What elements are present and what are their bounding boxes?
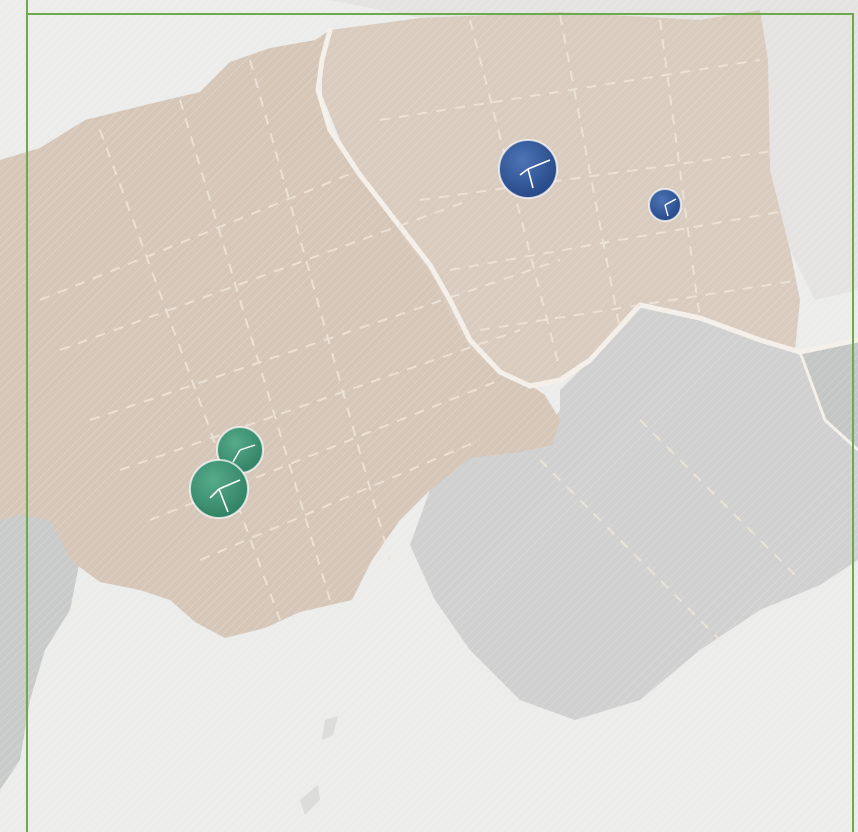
islet	[322, 716, 338, 740]
marker-blue-small[interactable]	[648, 188, 682, 222]
islet	[300, 785, 320, 815]
selection-frame	[26, 13, 854, 832]
marker-green-bottom[interactable]	[189, 459, 249, 519]
marker-blue-large[interactable]	[498, 139, 558, 199]
